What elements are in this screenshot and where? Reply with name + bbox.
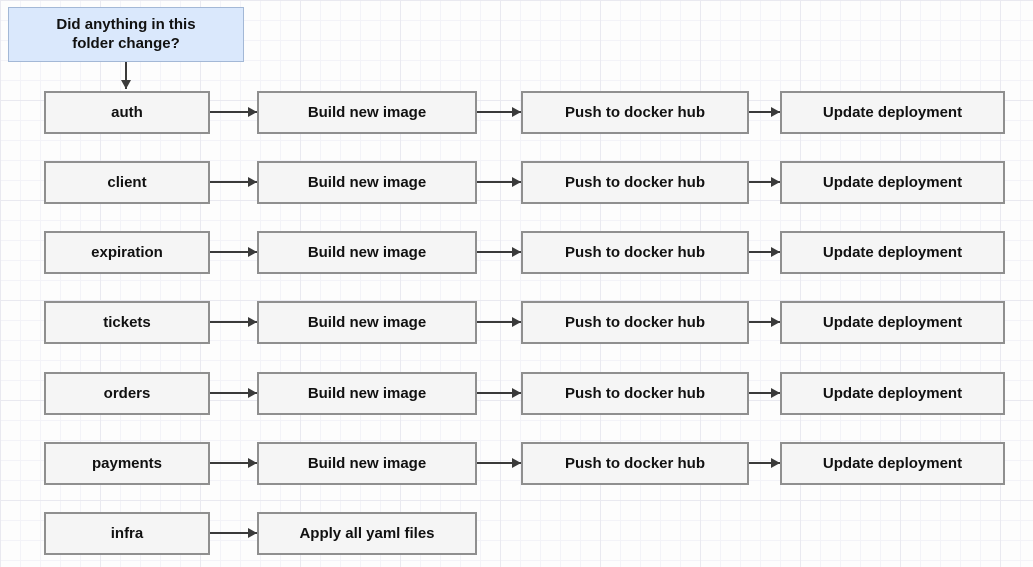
right-arrow-icon [210, 458, 257, 468]
folder-node-auth: auth [44, 91, 210, 134]
step-node: Build new image [257, 231, 477, 274]
step-node: Update deployment [780, 372, 1005, 415]
right-arrow-icon [477, 177, 521, 187]
step-node: Push to docker hub [521, 231, 749, 274]
step-node: Push to docker hub [521, 91, 749, 134]
right-arrow-icon [749, 107, 780, 117]
folder-node-orders: orders [44, 372, 210, 415]
right-arrow-icon [210, 107, 257, 117]
step-node: Build new image [257, 161, 477, 204]
folder-node-payments: payments [44, 442, 210, 485]
folder-node-client: client [44, 161, 210, 204]
right-arrow-icon [749, 458, 780, 468]
decision-box-label: Did anything in this folder change? [56, 15, 196, 52]
right-arrow-icon [477, 458, 521, 468]
right-arrow-icon [749, 247, 780, 257]
step-node: Update deployment [780, 161, 1005, 204]
decision-box: Did anything in this folder change? [8, 7, 244, 62]
folder-node-expiration: expiration [44, 231, 210, 274]
step-node: Update deployment [780, 301, 1005, 344]
right-arrow-icon [210, 528, 257, 538]
step-node: Update deployment [780, 231, 1005, 274]
right-arrow-icon [210, 388, 257, 398]
right-arrow-icon [477, 247, 521, 257]
right-arrow-icon [210, 177, 257, 187]
right-arrow-icon [749, 317, 780, 327]
step-node: Push to docker hub [521, 301, 749, 344]
down-arrow-icon [121, 62, 131, 89]
step-node: Push to docker hub [521, 442, 749, 485]
right-arrow-icon [477, 388, 521, 398]
right-arrow-icon [477, 107, 521, 117]
right-arrow-icon [749, 177, 780, 187]
right-arrow-icon [477, 317, 521, 327]
step-node: Apply all yaml files [257, 512, 477, 555]
folder-node-tickets: tickets [44, 301, 210, 344]
step-node: Update deployment [780, 91, 1005, 134]
step-node: Build new image [257, 442, 477, 485]
right-arrow-icon [749, 388, 780, 398]
step-node: Build new image [257, 91, 477, 134]
right-arrow-icon [210, 247, 257, 257]
step-node: Build new image [257, 372, 477, 415]
step-node: Push to docker hub [521, 161, 749, 204]
folder-node-infra: infra [44, 512, 210, 555]
step-node: Update deployment [780, 442, 1005, 485]
right-arrow-icon [210, 317, 257, 327]
step-node: Push to docker hub [521, 372, 749, 415]
step-node: Build new image [257, 301, 477, 344]
